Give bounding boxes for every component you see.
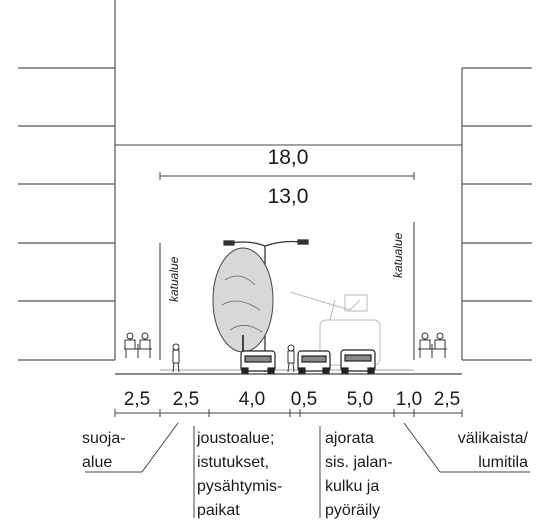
right-building [461,67,532,361]
svg-text:pyöräily: pyöräily [325,502,380,519]
svg-text:alue: alue [82,454,112,471]
segment-value: 0,5 [291,389,317,410]
street-area-label-right: katualue [391,232,405,278]
street-area-right: katualue [391,222,415,360]
car-icon [297,350,331,374]
svg-text:ajorata: ajorata [325,430,374,447]
street-width-label: 13,0 [268,185,309,208]
zone-label-flex-area: joustoalue; istutukset, pysähtymis- paik… [196,430,282,519]
svg-text:lumitila: lumitila [478,454,528,471]
svg-text:suoja-: suoja- [82,430,126,447]
segment-value: 2,5 [173,389,199,410]
svg-text:pysähtymis-: pysähtymis- [197,478,282,495]
car-icon [240,350,276,374]
cafe-seating-icon [124,332,152,358]
label-leaders [85,422,530,518]
street-area-label-left: katualue [167,256,181,302]
cafe-seating-icon [418,332,447,358]
street-width-dimension: 13,0 [159,172,415,208]
segment-value: 2,5 [124,389,150,410]
pedestrian-icon [172,343,180,373]
zone-label-carriageway: ajorata sis. jalan- kulku ja pyöräily [325,430,393,519]
segment-value: 1,0 [396,389,422,410]
street-area-left: katualue [159,243,181,360]
svg-text:välikaista/: välikaista/ [458,430,529,447]
segment-dimension-line [114,409,463,417]
left-building [18,0,116,361]
segment-value: 5,0 [347,389,373,410]
total-width-label: 18,0 [268,146,309,169]
zone-label-median: välikaista/ lumitila [458,430,529,471]
segment-value: 2,5 [434,389,460,410]
segment-dimensions: 2,5 2,5 4,0 0,5 5,0 1,0 2,5 [124,389,460,410]
svg-text:istutukset,: istutukset, [197,454,269,471]
car-icon [340,349,376,374]
svg-text:sis. jalan-: sis. jalan- [325,454,393,471]
svg-text:joustoalue;: joustoalue; [196,430,274,447]
total-width-dimension: 18,0 [115,144,462,169]
pedestrian-icon [287,344,295,373]
segment-value: 4,0 [239,389,265,410]
zone-label-protection: suoja- alue [82,430,126,471]
svg-text:kulku ja: kulku ja [325,478,379,495]
svg-text:paikat: paikat [197,502,240,519]
